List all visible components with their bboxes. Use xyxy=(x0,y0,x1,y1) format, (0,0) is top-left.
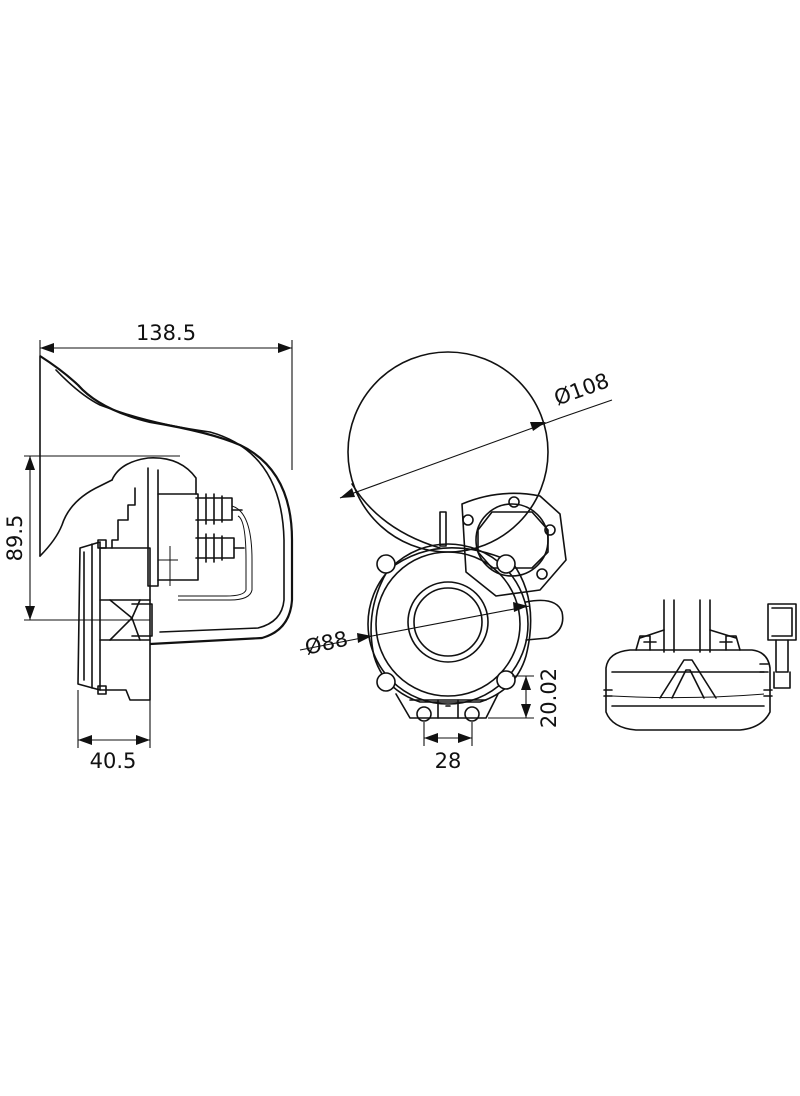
front-view xyxy=(347,351,567,722)
section-view xyxy=(603,599,797,731)
mount-spacing-label: 28 xyxy=(435,749,462,773)
side-view-dimensions: 138.5 89.5 40.5 xyxy=(3,321,293,773)
body-diameter-label: Ø88 xyxy=(303,627,351,660)
horn-diameter-label: Ø108 xyxy=(551,368,612,410)
front-view-dimensions: Ø108 Ø88 20.02 28 xyxy=(299,368,612,773)
overall-width-label: 138.5 xyxy=(136,321,196,345)
side-view xyxy=(39,355,294,701)
depth-label: 40.5 xyxy=(90,749,137,773)
mount-height-label: 20.02 xyxy=(537,668,561,728)
height-label: 89.5 xyxy=(3,515,27,562)
